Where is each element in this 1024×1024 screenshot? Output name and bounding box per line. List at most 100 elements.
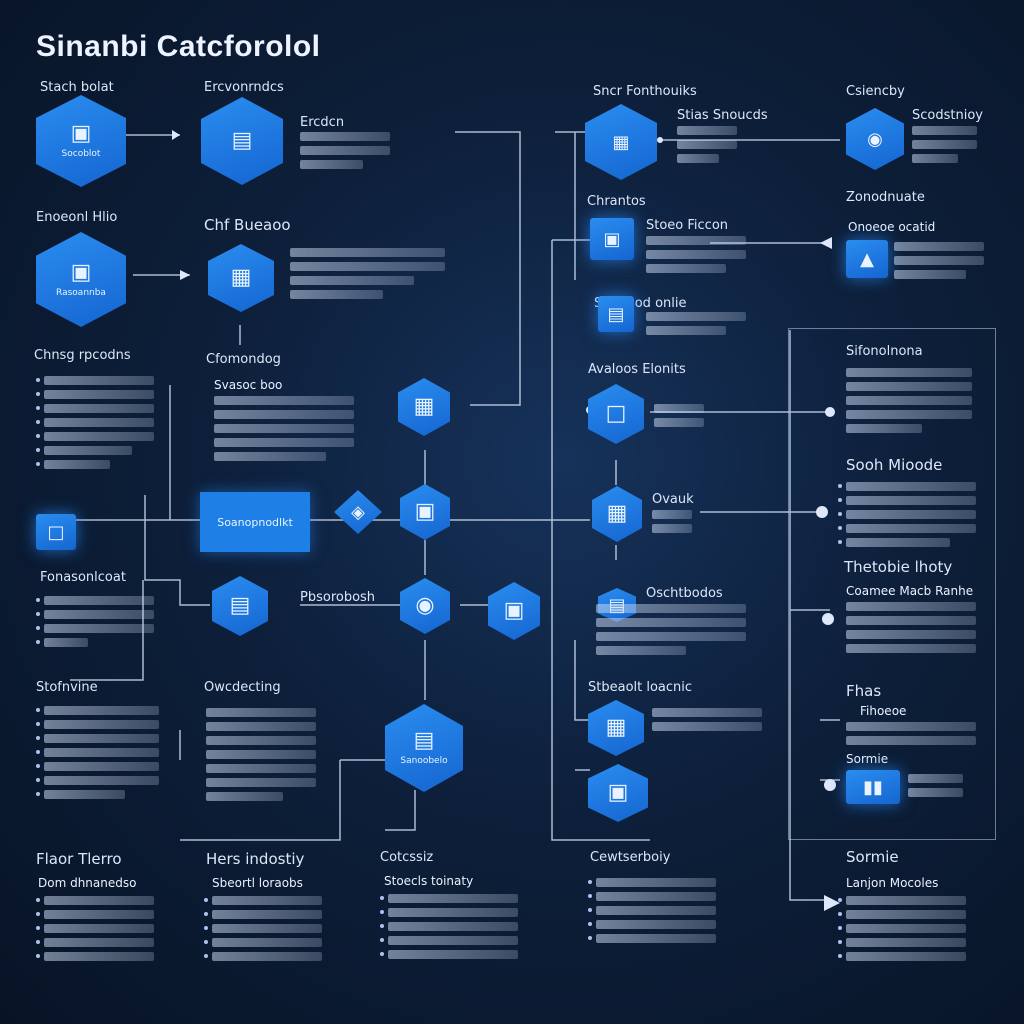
label-stoecls: Stoecls toinaty <box>384 874 474 888</box>
label-owcdecting: Owcdecting <box>204 680 281 695</box>
text-block-fhas <box>846 722 976 750</box>
label-ercvonrndcs: Ercvonrndcs <box>204 80 284 95</box>
chip-icon: ▦ <box>606 501 628 526</box>
label-sbeortl: Sbeortl loraobs <box>212 876 303 890</box>
hex-node-summary[interactable]: ▤ Sanoobelo <box>385 704 463 792</box>
monitor-node-1[interactable]: ▣ <box>590 218 634 260</box>
text-block-oscht <box>596 604 746 660</box>
hex-node-pad[interactable]: ▣ <box>488 582 540 640</box>
text-block-sing <box>646 312 746 340</box>
monitor-node-2[interactable]: ▤ <box>598 296 634 332</box>
center-process-box[interactable]: Soanopnodlkt <box>200 492 310 552</box>
display-icon: ▣ <box>607 780 629 805</box>
label-chrantos: Chrantos <box>587 194 646 209</box>
hex-node-ship[interactable]: ▲ <box>846 240 888 278</box>
label-csiencby: Csiencby <box>846 84 905 99</box>
text-block-stoeo <box>646 236 746 278</box>
printer-icon: ▤ <box>229 593 251 618</box>
hex-node-display[interactable]: ▣ <box>588 764 648 822</box>
label-sncr-fonthouiks: Sncr Fonthouiks <box>593 84 697 99</box>
label-coamee: Coamee Macb Ranhe <box>846 584 974 598</box>
label-onoeoe: Onoeoe ocatid <box>848 220 936 234</box>
label-sormie: Sormie <box>846 752 889 766</box>
label-pbsorobosh: Pbsorobosh <box>300 590 376 605</box>
label-oschtbodos: Oschtbodos <box>646 586 723 601</box>
label-stias-snoucds: Stias Snoucds <box>677 108 768 123</box>
label-cfomondog: Cfomondog <box>206 352 281 367</box>
right-panel <box>788 328 996 840</box>
text-block-hers <box>204 896 322 966</box>
pad-icon: ▣ <box>503 598 525 623</box>
label-stofnvine: Stofnvine <box>36 680 98 695</box>
text-block-lanjon <box>838 896 966 966</box>
label-fonasonlcoat: Fonasonlcoat <box>40 570 126 585</box>
text-block-ovauk <box>652 510 692 538</box>
label-stach-bolat: Stach bolat <box>40 80 114 95</box>
bar-node[interactable]: ▮▮ <box>846 770 900 804</box>
label-lanjon: Lanjon Mocoles <box>846 876 939 890</box>
monitor-icon: ▣ <box>603 228 621 250</box>
label-sormie-2: Sormie <box>846 848 899 866</box>
text-block-stias <box>677 126 737 168</box>
database-icon: ▦ <box>230 265 252 290</box>
text-block-cfom <box>214 396 354 466</box>
label-stbeaolt: Stbeaolt loacnic <box>588 680 693 695</box>
label-fhas: Fhas <box>846 682 882 700</box>
label-enoeonl: Enoeonl Hlio <box>36 210 118 225</box>
text-block-cotcs <box>380 894 518 964</box>
label-sooh-mioode: Sooh Mioode <box>846 456 943 474</box>
server-icon: ▦ <box>612 131 630 153</box>
label-cewtserboiy: Cewtserboiy <box>590 850 671 865</box>
text-block-onoeoe <box>894 242 984 284</box>
camera-icon: ▣ <box>70 121 92 146</box>
text-block-scodstnioy <box>912 126 977 168</box>
label-fihoeoe: Fihoeoe <box>860 704 907 718</box>
headset-icon: ◉ <box>415 593 435 618</box>
chart-icon-2: ▤ <box>413 728 435 753</box>
folder-icon: □ <box>605 401 627 426</box>
label-svasoc: Svasoc boo <box>214 378 283 392</box>
label-chf-bueaoo: Chf Bueaoo <box>204 216 291 234</box>
text-block-chnsg <box>36 376 154 474</box>
page-title: Sinanbi Catcforolol <box>36 30 321 63</box>
label-avaloos: Avaloos Elonits <box>588 362 686 377</box>
text-block-stbe <box>652 708 762 736</box>
shield-icon: ◉ <box>867 128 883 150</box>
bars-icon-2: ▮▮ <box>863 776 883 798</box>
tag-icon: ▣ <box>414 499 436 524</box>
text-block-owcd <box>206 708 316 806</box>
text-block-theto <box>846 602 976 658</box>
folder-icon-left: □ <box>47 521 65 543</box>
chart-icon: ▤ <box>231 128 253 153</box>
text-block-fonas <box>36 596 154 652</box>
label-ercdcn: Ercdcn <box>300 115 345 130</box>
drive-icon: ▦ <box>605 715 627 740</box>
label-zonodnuate: Zonodnuate <box>846 190 925 205</box>
label-hers-indostiy: Hers indostiy <box>206 850 305 868</box>
text-block-flaor <box>36 896 154 966</box>
label-stoeo-ficcon: Stoeo Ficcon <box>646 218 729 233</box>
text-block-sooh <box>838 482 976 552</box>
text-block-stofn <box>36 706 159 804</box>
label-thetobie: Thetobie lhoty <box>844 558 953 576</box>
label-chnsg: Chnsg rpcodns <box>34 348 131 363</box>
folder-node-left[interactable]: □ <box>36 514 76 550</box>
hex-node-chart[interactable]: ▤ <box>201 97 283 185</box>
label-sifonolnona: Sifonolnona <box>846 344 923 359</box>
label-flaor-tlerro: Flaor Tlerro <box>36 850 122 868</box>
label-cotcssiz: Cotcssiz <box>380 850 434 865</box>
text-block-sormie <box>908 774 963 802</box>
label-ovauk: Ovauk <box>652 492 694 507</box>
card-icon: ▣ <box>70 259 92 285</box>
text-block-avaloos <box>654 404 704 432</box>
label-scodstnioy: Scodstnioy <box>912 108 983 123</box>
hex-node-shield[interactable]: ◉ <box>846 108 904 170</box>
gear-icon: ▦ <box>413 394 435 419</box>
text-block-ercdcn <box>300 132 390 174</box>
label-dom: Dom dhnanedso <box>38 876 137 890</box>
ship-icon: ▲ <box>860 248 874 270</box>
link-icon: ◈ <box>351 501 365 523</box>
text-block-sifon <box>846 368 972 438</box>
text-block-cewt <box>588 878 716 948</box>
text-block-chf <box>290 248 445 304</box>
